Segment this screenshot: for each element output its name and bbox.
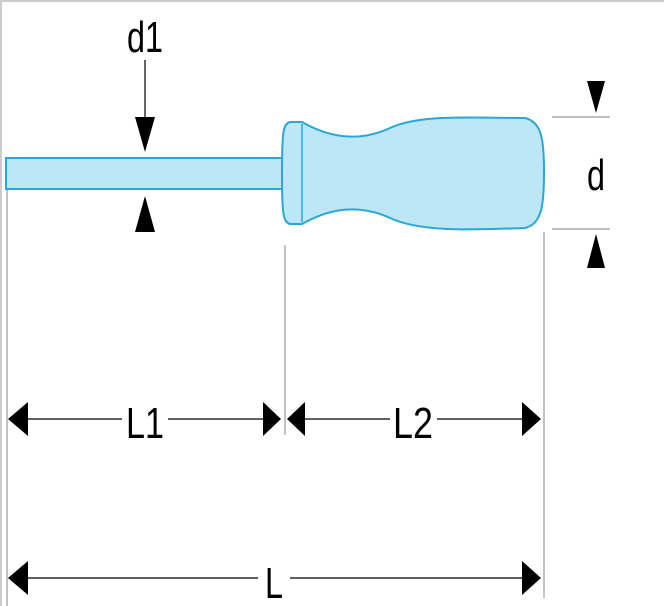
L-arrow-right <box>522 561 541 595</box>
L1-arrow-left <box>8 402 28 436</box>
d1-arrow-down <box>135 117 155 152</box>
L2-arrow-left <box>287 402 305 436</box>
L1-label: L1 <box>126 399 164 448</box>
L2-label: L2 <box>393 399 433 448</box>
L-label: L <box>265 559 283 606</box>
L2-dimension: L2 <box>287 399 541 448</box>
extension-lines <box>6 116 610 606</box>
d1-label: d1 <box>127 13 163 62</box>
d1-arrow-up <box>135 196 155 232</box>
d-label: d <box>587 151 605 200</box>
screwdriver-shaft <box>5 157 288 190</box>
d1-dimension: d1 <box>127 13 163 232</box>
d-arrow-down <box>587 81 605 113</box>
d-arrow-up <box>587 234 605 268</box>
L2-arrow-right <box>522 402 541 436</box>
d-dimension: d <box>587 81 605 268</box>
screwdriver-handle <box>280 116 546 231</box>
L-dimension: L <box>8 559 541 606</box>
screwdriver <box>5 116 546 231</box>
L1-dimension: L1 <box>8 399 281 448</box>
L1-arrow-right <box>263 402 281 436</box>
L-arrow-left <box>8 561 28 595</box>
